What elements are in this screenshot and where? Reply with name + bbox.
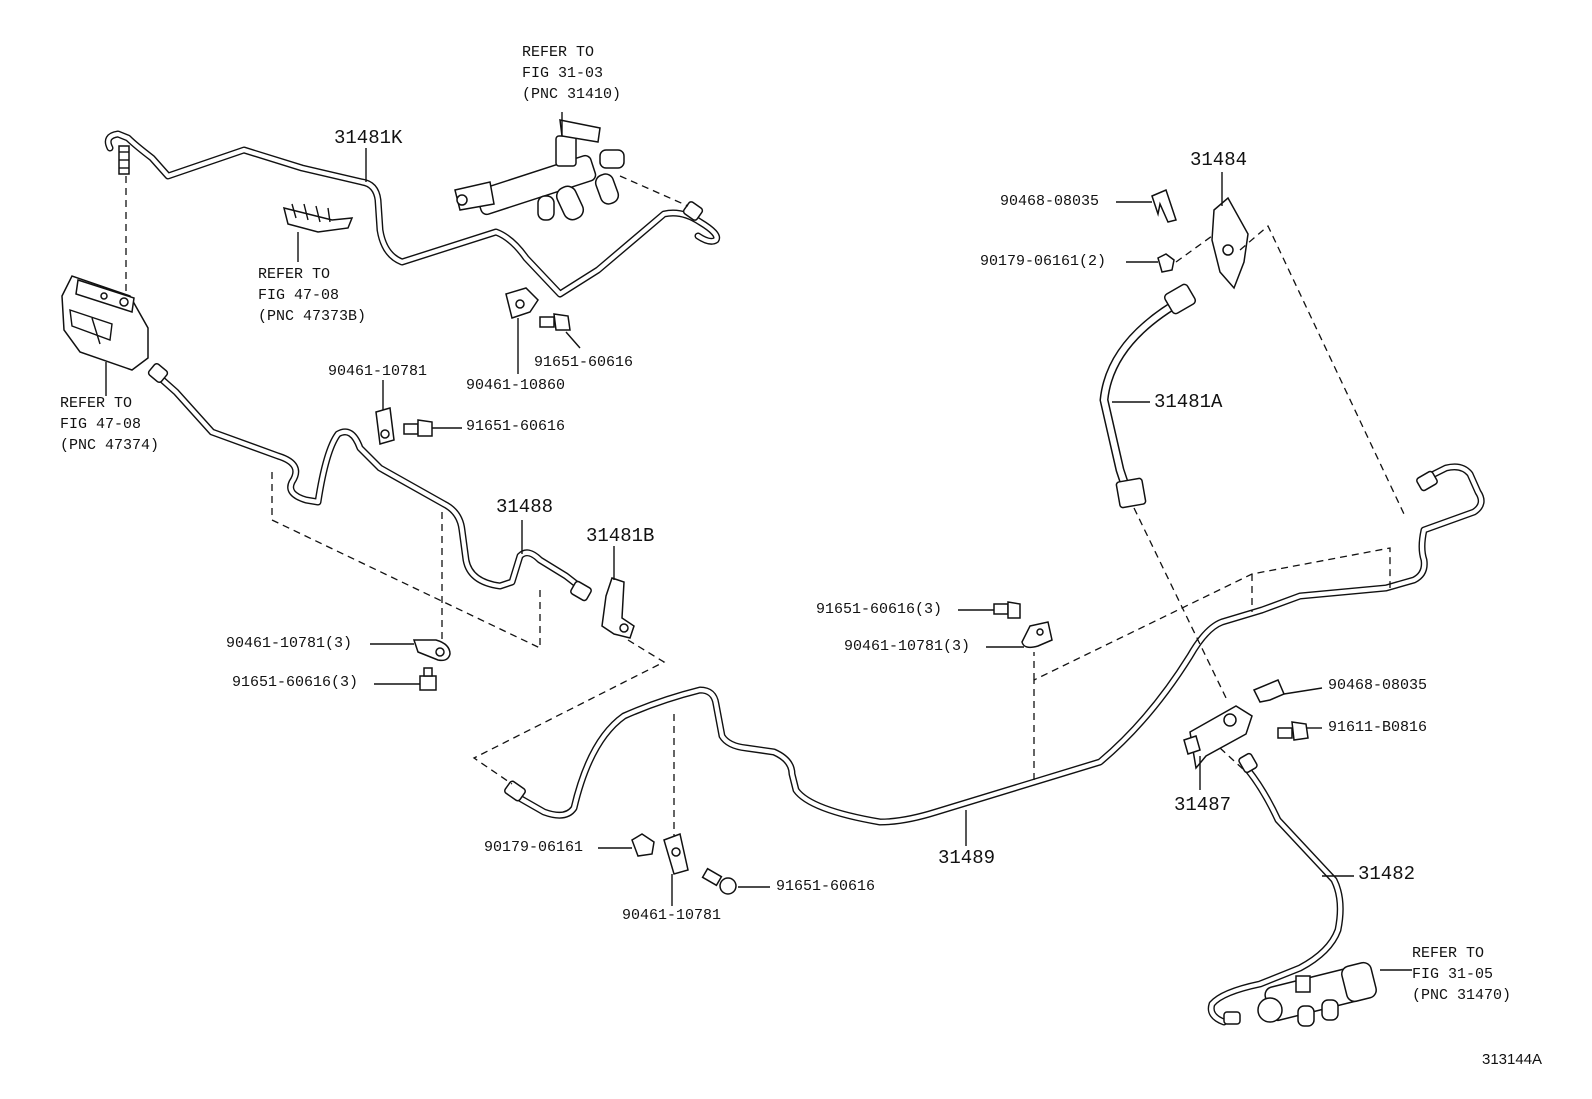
label-31488: 31488 [496, 496, 554, 518]
label-31481B: 31481B [586, 525, 655, 547]
refer-fig: FIG 31-05 [1412, 966, 1494, 983]
pipe-31489 [504, 463, 1485, 826]
diagram-id: 313144A [1482, 1051, 1543, 1068]
refer-fig-47-08-pnc-47373B: REFER TO FIG 47-08 (PNC 47373B) [258, 264, 366, 327]
label-31482: 31482 [1358, 863, 1416, 885]
refer-fig: FIG 31-03 [522, 65, 604, 82]
pipe-31488 [147, 362, 592, 602]
label-90461-10860: 90461-10860 [466, 377, 566, 394]
label-90461-10781-bottom: 90461-10781 [622, 907, 722, 924]
refer-fig-31-05: REFER TO FIG 31-05 (PNC 31470) [1412, 943, 1511, 1006]
clip-90468-08035-top [1151, 188, 1177, 223]
clip-90461-10860 [505, 287, 539, 319]
bolt-91651-60616-3-left [419, 667, 437, 691]
label-90468-08035-top: 90468-08035 [1000, 193, 1100, 210]
clip-90468-08035-bottom [1252, 679, 1285, 703]
hose-31481A [1099, 283, 1197, 509]
label-90461-10781-3-left: 90461-10781(3) [226, 635, 353, 652]
nut-90179-06161 [631, 833, 655, 857]
label-91651-60616-upper: 91651-60616 [534, 354, 634, 371]
clip-90461-10781-top [375, 407, 395, 445]
label-91651-60616-3-left: 91651-60616(3) [232, 674, 359, 691]
pipe-31481K [104, 130, 721, 298]
bracket-31481B [601, 577, 635, 639]
label-90461-10781-top: 90461-10781 [328, 363, 428, 380]
refer-pnc: (PNC 47374) [60, 437, 160, 454]
bracket-31487 [1183, 705, 1253, 770]
pipe-31482 [1207, 752, 1344, 1026]
label-31487: 31487 [1174, 794, 1232, 816]
refer-line: REFER TO [60, 395, 133, 412]
assembly-dashes [125, 175, 1405, 836]
bolt-91651-60616-upper [539, 313, 571, 331]
label-31481A: 31481A [1154, 391, 1223, 413]
refer-pnc: (PNC 47373B) [258, 308, 367, 325]
label-91651-60616-bottom: 91651-60616 [776, 878, 876, 895]
clip-90461-10781-bottom [663, 832, 689, 875]
label-31481K: 31481K [334, 127, 403, 149]
clip-90461-10781-3-left [412, 639, 451, 662]
brake-master-cylinder-body [61, 275, 149, 371]
refer-pnc: (PNC 31410) [522, 86, 622, 103]
master-cylinder [454, 119, 625, 221]
label-90179-06161: 90179-06161 [484, 839, 584, 856]
label-91651-60616-top: 91651-60616 [466, 418, 566, 435]
clip-90461-10781-3-mid [1021, 621, 1053, 649]
refer-pnc: (PNC 31470) [1412, 987, 1512, 1004]
pipe-clamp-47373B [282, 203, 354, 233]
bolt-91651-60616-3-mid [993, 601, 1021, 619]
refer-line: REFER TO [522, 44, 595, 61]
bracket-31484 [1211, 196, 1249, 290]
refer-fig-31-03: REFER TO FIG 31-03 (PNC 31410) [522, 42, 621, 105]
leader-lines [105, 112, 1412, 971]
label-31484: 31484 [1190, 149, 1248, 171]
label-90468-08035-bottom: 90468-08035 [1328, 677, 1428, 694]
label-91651-60616-3-mid: 91651-60616(3) [816, 601, 943, 618]
release-cylinder [1257, 961, 1377, 1027]
bolt-91651-60616-top [403, 419, 433, 437]
refer-fig-47-08-pnc-47374: REFER TO FIG 47-08 (PNC 47374) [60, 393, 159, 456]
refer-fig: FIG 47-08 [60, 416, 142, 433]
label-91611-B0816: 91611-B0816 [1328, 719, 1428, 736]
label-31489: 31489 [938, 847, 996, 869]
refer-line: REFER TO [258, 266, 331, 283]
refer-fig: FIG 47-08 [258, 287, 340, 304]
label-90179-06161-2: 90179-06161(2) [980, 253, 1107, 270]
bolt-91651-60616-bottom [701, 867, 737, 895]
refer-line: REFER TO [1412, 945, 1485, 962]
nut-90179-06161-2 [1157, 253, 1175, 273]
label-90461-10781-3-mid: 90461-10781(3) [844, 638, 971, 655]
bolt-91611-B0816 [1277, 721, 1309, 741]
